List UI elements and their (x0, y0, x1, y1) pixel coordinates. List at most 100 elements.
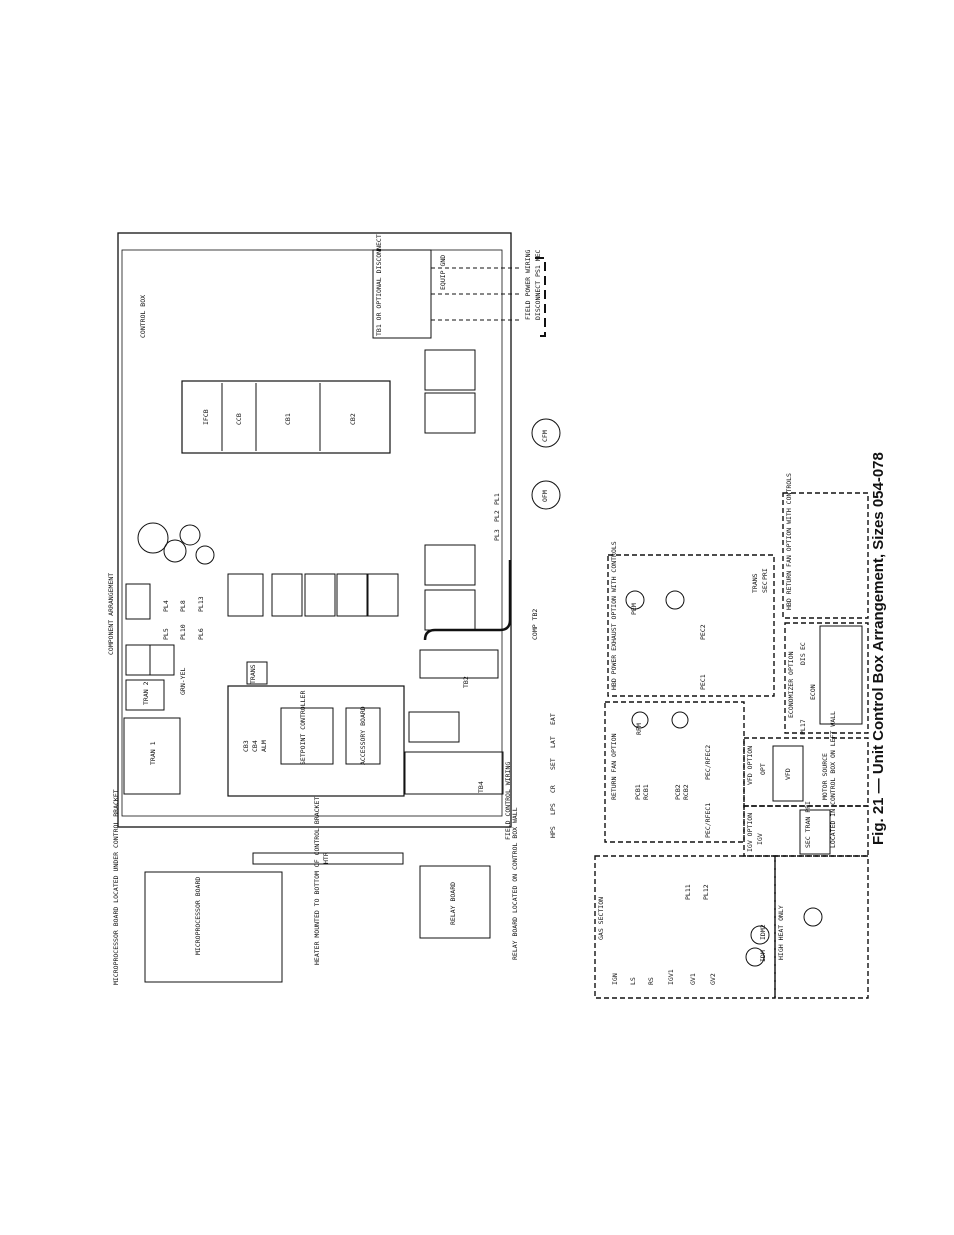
knockout-2 (163, 539, 187, 563)
accessory-label: ACCESSORY BOARD (359, 706, 367, 765)
relay-block-1 (227, 573, 264, 617)
tb4-label: TB4 (477, 781, 485, 793)
relay-left-3 (149, 644, 175, 676)
hbd-sec: SEC (761, 581, 769, 593)
cb4-label: CB4 (251, 740, 259, 752)
econ-pl17: PL17 (799, 719, 807, 735)
relay-block-2 (271, 573, 303, 617)
igv-transformer (799, 809, 831, 855)
terminal-cr: CR (549, 785, 557, 793)
high-heat-label: HIGH HEAT ONLY (777, 905, 785, 960)
disconnect-ps1-label: DISCONNECT PS1 NEC (534, 249, 542, 320)
accessory-board (345, 707, 381, 765)
heater-note: HEATER MOUNTED TO BOTTOM OF CONTROL BRAC… (313, 796, 321, 965)
breaker-cb1: CB1 (284, 413, 292, 425)
gas-section-box (594, 855, 776, 999)
terminal-eat: EAT (549, 713, 557, 725)
hbd-pec1: PEC1 (699, 674, 707, 690)
control-box-label: CONTROL BOX (139, 294, 147, 338)
hbd-trans: TRANS (751, 573, 759, 593)
economizer-box (784, 622, 869, 734)
htr-label: HTR (322, 852, 330, 864)
pl10-label: PL10 (179, 624, 187, 640)
component-arrangement-title: COMPONENT ARRANGEMENT (107, 572, 115, 655)
ofm-label: OFM (541, 490, 549, 502)
hbd-motor-1 (625, 590, 645, 610)
breaker-ifcb: IFCB (202, 409, 210, 425)
hbd-return-label: HBD RETURN FAN OPTION WITH CONTROLS (785, 473, 793, 610)
setpoint-controller (280, 707, 334, 765)
igv-sec-tran: SEC TRAN PRI (804, 801, 812, 848)
controller-frame (227, 685, 405, 797)
ret-rfm: RFM (635, 723, 643, 735)
pl13-label: PL13 (197, 596, 205, 612)
gas-ls: LS (629, 977, 637, 985)
hbd-pem: PEM (630, 603, 638, 615)
pl3-label: PL3 (493, 529, 501, 541)
trans-small (246, 661, 268, 685)
economizer-label: ECONOMIZER OPTION (787, 651, 795, 718)
pl5-label: PL5 (162, 628, 170, 640)
alm-label: ALM (260, 740, 268, 752)
return-fan-motor-1 (631, 711, 649, 729)
setpoint-label: SETPOINT CONTROLLER (299, 690, 307, 765)
hbd-pec2: PEC2 (699, 624, 707, 640)
igv-igv: IGV (756, 833, 764, 845)
comp-tb2-label: COMP TB2 (531, 608, 539, 640)
tran1-label: TRAN 1 (149, 741, 157, 765)
relay-left-2 (125, 644, 151, 676)
pl1-label: PL1 (493, 493, 501, 505)
cb3-label: CB3 (242, 740, 250, 752)
pl2-label: PL2 (493, 510, 501, 522)
igv-option-label: IGV OPTION (746, 812, 754, 852)
econ-ec: EC (799, 642, 807, 650)
gas-idm: IDM (759, 950, 767, 962)
igv-located: LOCATED IN CONTROL BOX ON LEFT WALL (829, 711, 837, 848)
field-power-label: FIELD POWER WIRING (524, 249, 532, 320)
tb-strip-bottom (404, 751, 504, 795)
econ-econ: ECON (809, 684, 817, 700)
micro-board-label: MICROPROCESSOR BOARD (194, 876, 202, 955)
pl6-label: PL6 (197, 628, 205, 640)
gas-motor-3 (803, 907, 823, 927)
relay-note: RELAY BOARD LOCATED ON CONTROL BOX WALL (511, 807, 519, 960)
gas-ign: IGN (611, 973, 619, 985)
breaker-ccb: CCB (235, 413, 243, 425)
knockout-3 (179, 524, 201, 546)
gas-rs: RS (647, 977, 655, 985)
vfd-motor-source: MOTOR SOURCE (821, 753, 829, 800)
tran2-label: TRAN 2 (142, 681, 150, 705)
heater-bar (252, 852, 404, 865)
cfm-fan (531, 418, 561, 448)
pl8-label: PL8 (179, 600, 187, 612)
contactor-2 (424, 392, 476, 434)
econ-actuator (819, 625, 863, 725)
return-fan-motor-2 (671, 711, 689, 729)
pl4-label: PL4 (162, 600, 170, 612)
high-heat-box (774, 855, 869, 999)
micro-note: MICROPROCESSOR BOARD LOCATED UNDER CONTR… (112, 789, 120, 985)
control-box-inner (121, 249, 503, 817)
terminal-lps: LPS (549, 803, 557, 815)
gas-idm2: IDM2 (759, 924, 767, 940)
gas-igv1: IGV1 (667, 969, 675, 985)
control-box-panel (117, 232, 512, 828)
cfm-label: CFM (541, 430, 549, 442)
ofm-fan (531, 480, 561, 510)
breaker-cb2: CB2 (349, 413, 357, 425)
relay-board-box (419, 865, 491, 939)
terminal-set: SET (549, 758, 557, 770)
hbd-pri: PRI (761, 568, 769, 580)
gas-gv2: GV2 (709, 973, 717, 985)
ret-rcb2: RCB2 (682, 784, 690, 800)
grn-yel-label: GRN-YEL (179, 667, 187, 695)
trans-label: TRANS (249, 664, 257, 684)
ret-pcb2: PCB2 (674, 784, 682, 800)
tb-strip-mid (408, 711, 460, 743)
contactor-4 (424, 589, 476, 631)
contactor-3 (424, 544, 476, 586)
ret-pec2: PEC/RFEC2 (704, 744, 712, 780)
relay-block-4 (336, 573, 368, 617)
relay-block-5 (367, 573, 399, 617)
